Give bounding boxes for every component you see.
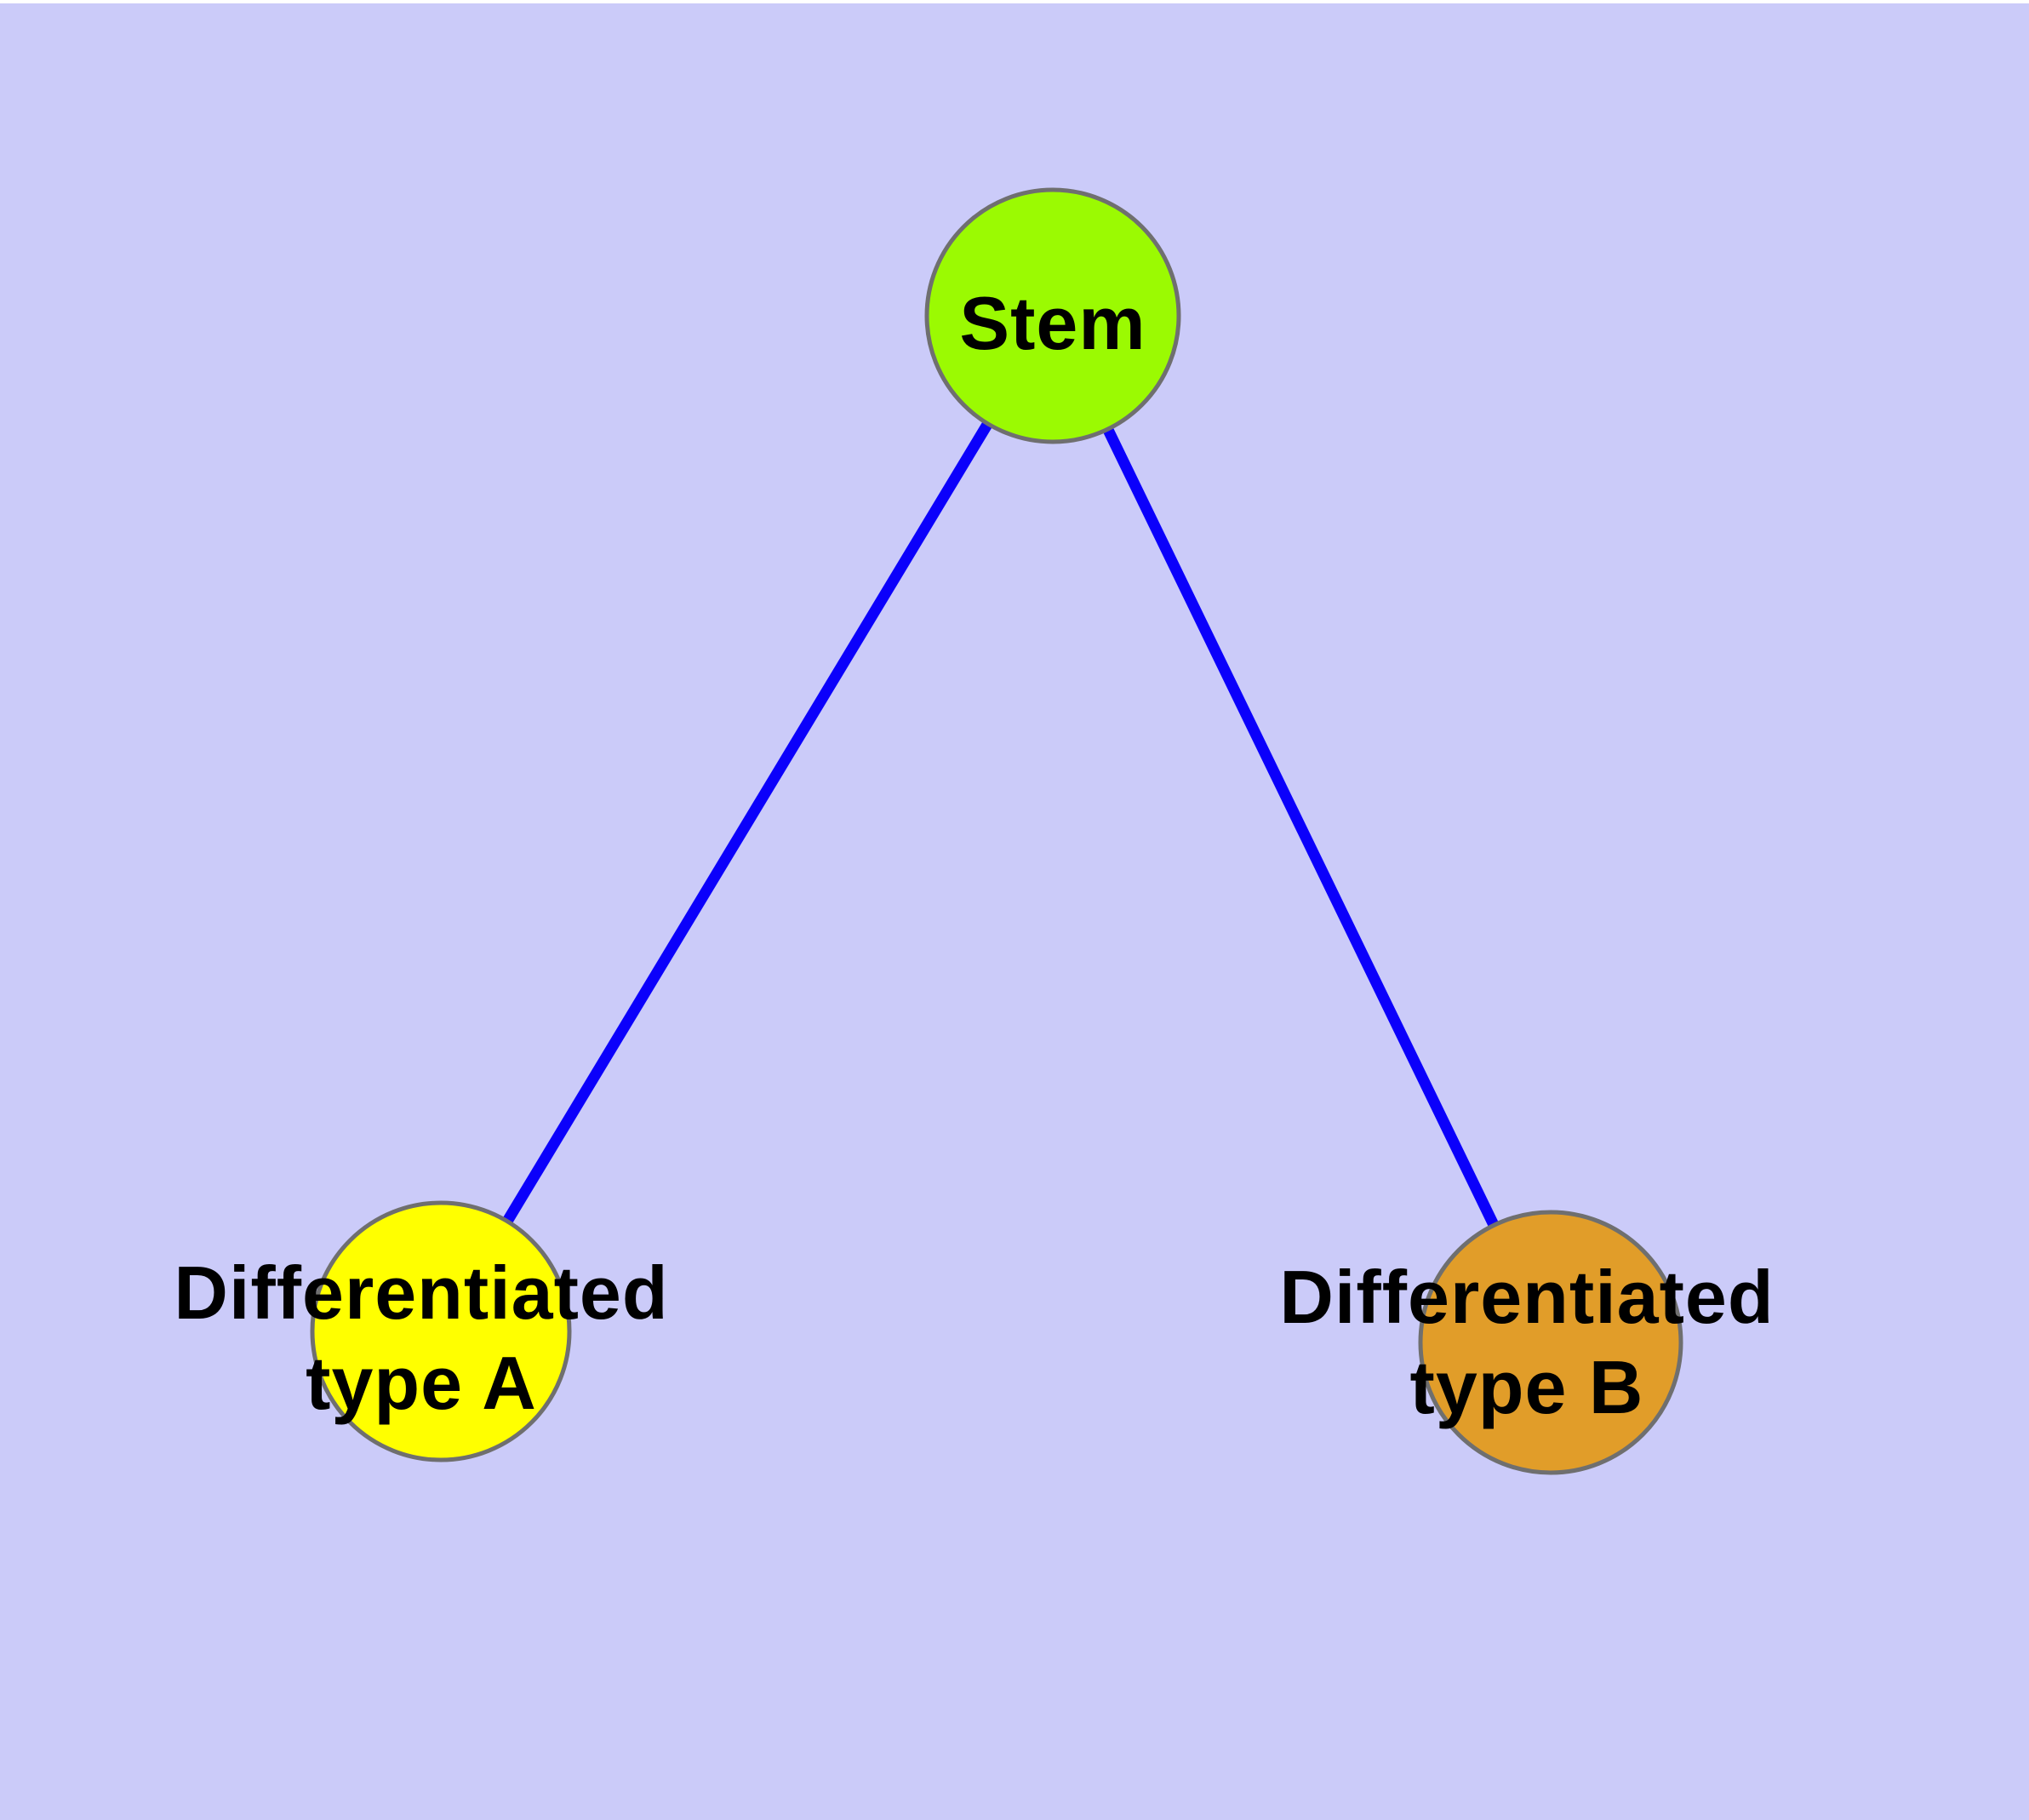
node-type-a-circle xyxy=(310,1200,572,1462)
node-stem-label-text: Stem xyxy=(959,281,1146,365)
node-type-a-label-line2: type A xyxy=(306,1341,537,1425)
node-type-b-label: Differentiated type B xyxy=(1279,1252,1774,1433)
node-stem-label: Stem xyxy=(959,278,1146,369)
node-type-b-label-line2: type B xyxy=(1409,1345,1644,1429)
edge-stem-to-type-b xyxy=(1048,313,1556,1345)
edge-stem-to-type-a xyxy=(436,312,1058,1335)
node-stem-circle xyxy=(924,187,1181,444)
top-margin-strip xyxy=(0,0,2029,3)
node-type-b-circle xyxy=(1418,1210,1683,1475)
node-type-a-label-line1: Differentiated xyxy=(174,1251,669,1335)
node-type-a-label: Differentiated type A xyxy=(174,1248,668,1428)
node-type-b-label-line1: Differentiated xyxy=(1279,1255,1775,1339)
